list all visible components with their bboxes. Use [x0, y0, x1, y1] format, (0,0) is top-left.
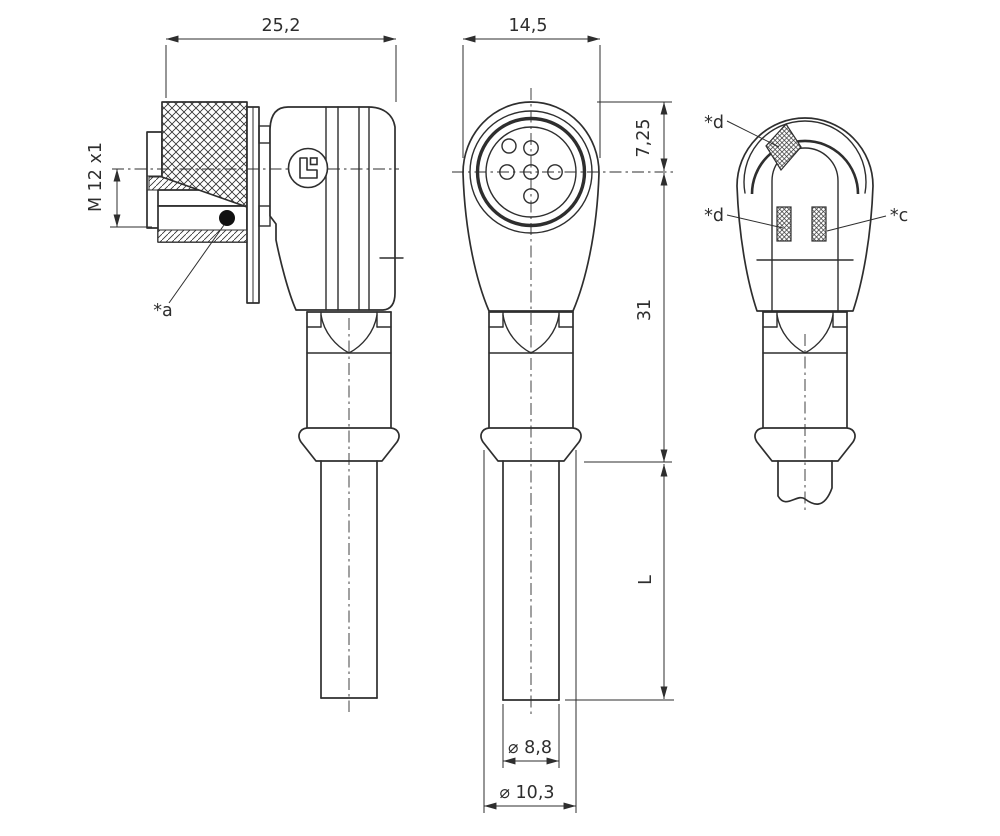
keyway-notch: [501, 138, 517, 154]
rear-contour-2: [743, 120, 867, 194]
dim-grommet-diameter-label: ⌀ 10,3: [499, 783, 554, 803]
dimension-face-offset: 7,25: [597, 101, 672, 171]
body-ridges: [325, 106, 404, 311]
annotation-d-top: *d: [704, 113, 780, 148]
strain-relief-bell: [480, 427, 582, 462]
connector-body: [269, 106, 396, 311]
annotation-c-right: *c: [826, 206, 908, 232]
dimension-thread: M 12 x1: [86, 142, 152, 228]
strain-relief-bell: [298, 427, 400, 462]
dim-front-width-label: 14,5: [509, 16, 548, 36]
dimension-cable-diameter: ⌀ 8,8: [502, 704, 560, 768]
annotation-d-left: *d: [704, 206, 784, 229]
dimension-overall-width: 25,2: [165, 16, 397, 102]
inner-grip-contour: [771, 147, 839, 312]
rear-view: *d *d *c: [704, 113, 908, 514]
strain-relief-bell: [754, 427, 856, 462]
annotation-seal: *a: [153, 224, 225, 321]
latch-hatch-right: [811, 206, 827, 242]
thread-label: M 12 x1: [86, 142, 106, 212]
manufacturer-logo: [287, 147, 329, 189]
annotation-d-left-label: *d: [704, 206, 724, 226]
neck-and-strain-relief: [298, 311, 400, 462]
front-view: 14,5 7,25 31 L ⌀ 8,8: [452, 16, 674, 813]
dimension-body-length: 31: [584, 173, 672, 463]
annotation-c-right-label: *c: [890, 206, 908, 226]
dim-overall-width-label: 25,2: [262, 16, 301, 36]
rear-contour-3: [750, 139, 860, 195]
dimension-grommet-diameter: ⌀ 10,3: [483, 450, 577, 813]
annotation-d-top-label: *d: [704, 113, 724, 133]
seal-annotation-label: *a: [153, 301, 172, 321]
seal-dot: [219, 210, 235, 226]
flange: [246, 106, 271, 304]
rear-shell: [736, 117, 874, 312]
dimension-cable-length: L: [565, 464, 674, 701]
dim-face-offset-label: 7,25: [634, 119, 654, 158]
dimension-front-width: 14,5: [462, 16, 601, 158]
cable: [320, 460, 378, 699]
latch-hatch-left: [776, 206, 792, 242]
latch-hatch-top: [765, 123, 802, 172]
dim-cable-length-label: L: [636, 575, 656, 585]
dim-body-length-label: 31: [635, 299, 655, 321]
neck-and-strain-relief: [754, 311, 856, 462]
dim-cable-diameter-label: ⌀ 8,8: [508, 738, 552, 758]
side-view: 25,2 M 12 x1 *a: [86, 16, 404, 712]
